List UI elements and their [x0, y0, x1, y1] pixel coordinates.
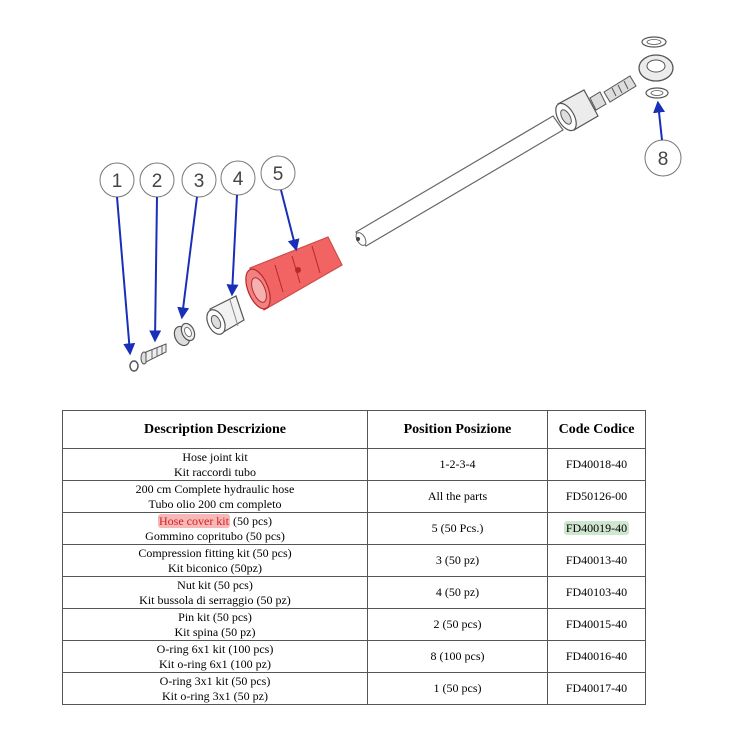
table-row: Hose joint kit Kit raccordi tubo 1-2-3-4… — [62, 448, 646, 481]
callout-4-label: 4 — [233, 169, 244, 190]
table-row-highlighted: Hose cover kit (50 pcs) Gommino copritub… — [62, 512, 646, 545]
row-description-it: Tubo olio 200 cm completo — [148, 496, 282, 511]
callout-5: 5 — [260, 155, 300, 252]
highlighted-item-qty: (50 pcs) — [229, 513, 272, 528]
header-code-en: Code — [558, 422, 590, 437]
nut-part — [206, 295, 245, 335]
row-code: FD40013-40 — [547, 544, 646, 577]
row-description: Hose joint kit Kit raccordi tubo — [62, 448, 368, 481]
row-description-en: Hose cover kit (50 pcs) — [63, 513, 367, 529]
callout-2: 2 — [139, 162, 175, 343]
row-description-en: Nut kit (50 pcs) — [177, 577, 253, 592]
callout-8-label: 8 — [658, 149, 669, 170]
header-position-en: Position — [403, 422, 452, 437]
highlighted-code: FD40019-40 — [563, 521, 630, 535]
header-description: Description Descrizione — [62, 410, 368, 449]
row-description-it: Kit o-ring 3x1 (50 pz) — [162, 688, 268, 703]
row-description: O-ring 6x1 kit (100 pcs) Kit o-ring 6x1 … — [62, 640, 368, 673]
upper-ferrule — [555, 89, 607, 132]
row-description: Pin kit (50 pcs) Kit spina (50 pz) — [62, 608, 368, 641]
callout-8: 8 — [644, 100, 682, 177]
row-description-it: Kit spina (50 pz) — [174, 624, 256, 639]
header-description-en: Description — [144, 422, 214, 437]
callout-1: 1 — [99, 162, 136, 356]
row-description-en: Compression fitting kit (50 pcs) — [138, 545, 292, 560]
row-description-en: 200 cm Complete hydraulic hose — [135, 481, 295, 496]
row-code: FD40015-40 — [547, 608, 646, 641]
header-position-it: Posizione — [455, 422, 512, 437]
row-code: FD40103-40 — [547, 576, 646, 609]
table-row: Nut kit (50 pcs) Kit bussola di serraggi… — [62, 576, 646, 609]
row-position: 8 (100 pcs) — [367, 640, 548, 673]
parts-table: Description Descrizione Position Posizio… — [62, 410, 646, 705]
exploded-parts-diagram: 1 2 3 4 5 8 — [99, 36, 682, 372]
callout-3-label: 3 — [194, 171, 205, 192]
row-code: FD40019-40 — [547, 512, 646, 545]
row-description: Compression fitting kit (50 pcs) Kit bic… — [62, 544, 368, 577]
callout-3: 3 — [177, 162, 217, 320]
row-position: 5 (50 Pcs.) — [367, 512, 548, 545]
compression-fitting-part — [173, 322, 196, 347]
highlighted-item-name: Hose cover kit — [158, 513, 230, 528]
row-description-it: Kit raccordi tubo — [174, 464, 256, 479]
header-position: Position Posizione — [367, 410, 548, 449]
banjo-fitting — [603, 36, 674, 103]
row-description: O-ring 3x1 kit (50 pcs) Kit o-ring 3x1 (… — [62, 672, 368, 705]
header-code: Code Codice — [547, 410, 646, 449]
table-row: 200 cm Complete hydraulic hose Tubo olio… — [62, 480, 646, 513]
row-description: Nut kit (50 pcs) Kit bussola di serraggi… — [62, 576, 368, 609]
row-code: FD40017-40 — [547, 672, 646, 705]
header-description-it: Descrizione — [216, 422, 286, 437]
row-code: FD40018-40 — [547, 448, 646, 481]
pin-part — [140, 343, 167, 365]
row-position: 1 (50 pcs) — [367, 672, 548, 705]
row-position: 3 (50 pz) — [367, 544, 548, 577]
callout-2-label: 2 — [152, 171, 163, 192]
row-description-it: Kit biconico (50pz) — [168, 560, 262, 575]
table-header-row: Description Descrizione Position Posizio… — [62, 410, 646, 449]
callout-5-label: 5 — [273, 164, 284, 185]
callout-1-label: 1 — [112, 171, 123, 192]
row-description: 200 cm Complete hydraulic hose Tubo olio… — [62, 480, 368, 513]
table-row: O-ring 6x1 kit (100 pcs) Kit o-ring 6x1 … — [62, 640, 646, 673]
row-description-it: Kit o-ring 6x1 (100 pz) — [159, 656, 271, 671]
row-description-en: Pin kit (50 pcs) — [178, 609, 252, 624]
table-row: Pin kit (50 pcs) Kit spina (50 pz) 2 (50… — [62, 608, 646, 641]
row-description-it: Gommino copritubo (50 pcs) — [145, 528, 285, 543]
row-description-en: O-ring 6x1 kit (100 pcs) — [156, 641, 274, 656]
row-description-it: Kit bussola di serraggio (50 pz) — [139, 592, 291, 607]
header-code-it: Codice — [593, 422, 635, 437]
table-row: Compression fitting kit (50 pcs) Kit bic… — [62, 544, 646, 577]
hose-cover-part — [245, 236, 343, 311]
row-position: 2 (50 pcs) — [367, 608, 548, 641]
row-code: FD40016-40 — [547, 640, 646, 673]
row-description-en: O-ring 3x1 kit (50 pcs) — [159, 673, 271, 688]
table-row: O-ring 3x1 kit (50 pcs) Kit o-ring 3x1 (… — [62, 672, 646, 705]
row-code: FD50126-00 — [547, 480, 646, 513]
row-position: 1-2-3-4 — [367, 448, 548, 481]
callout-4: 4 — [220, 160, 256, 297]
row-description-en: Hose joint kit — [182, 449, 248, 464]
row-position: 4 (50 pz) — [367, 576, 548, 609]
o-ring-part — [129, 360, 139, 372]
hydraulic-hose-tube — [355, 115, 564, 247]
row-position: All the parts — [367, 480, 548, 513]
row-description: Hose cover kit (50 pcs) Gommino copritub… — [62, 512, 368, 545]
